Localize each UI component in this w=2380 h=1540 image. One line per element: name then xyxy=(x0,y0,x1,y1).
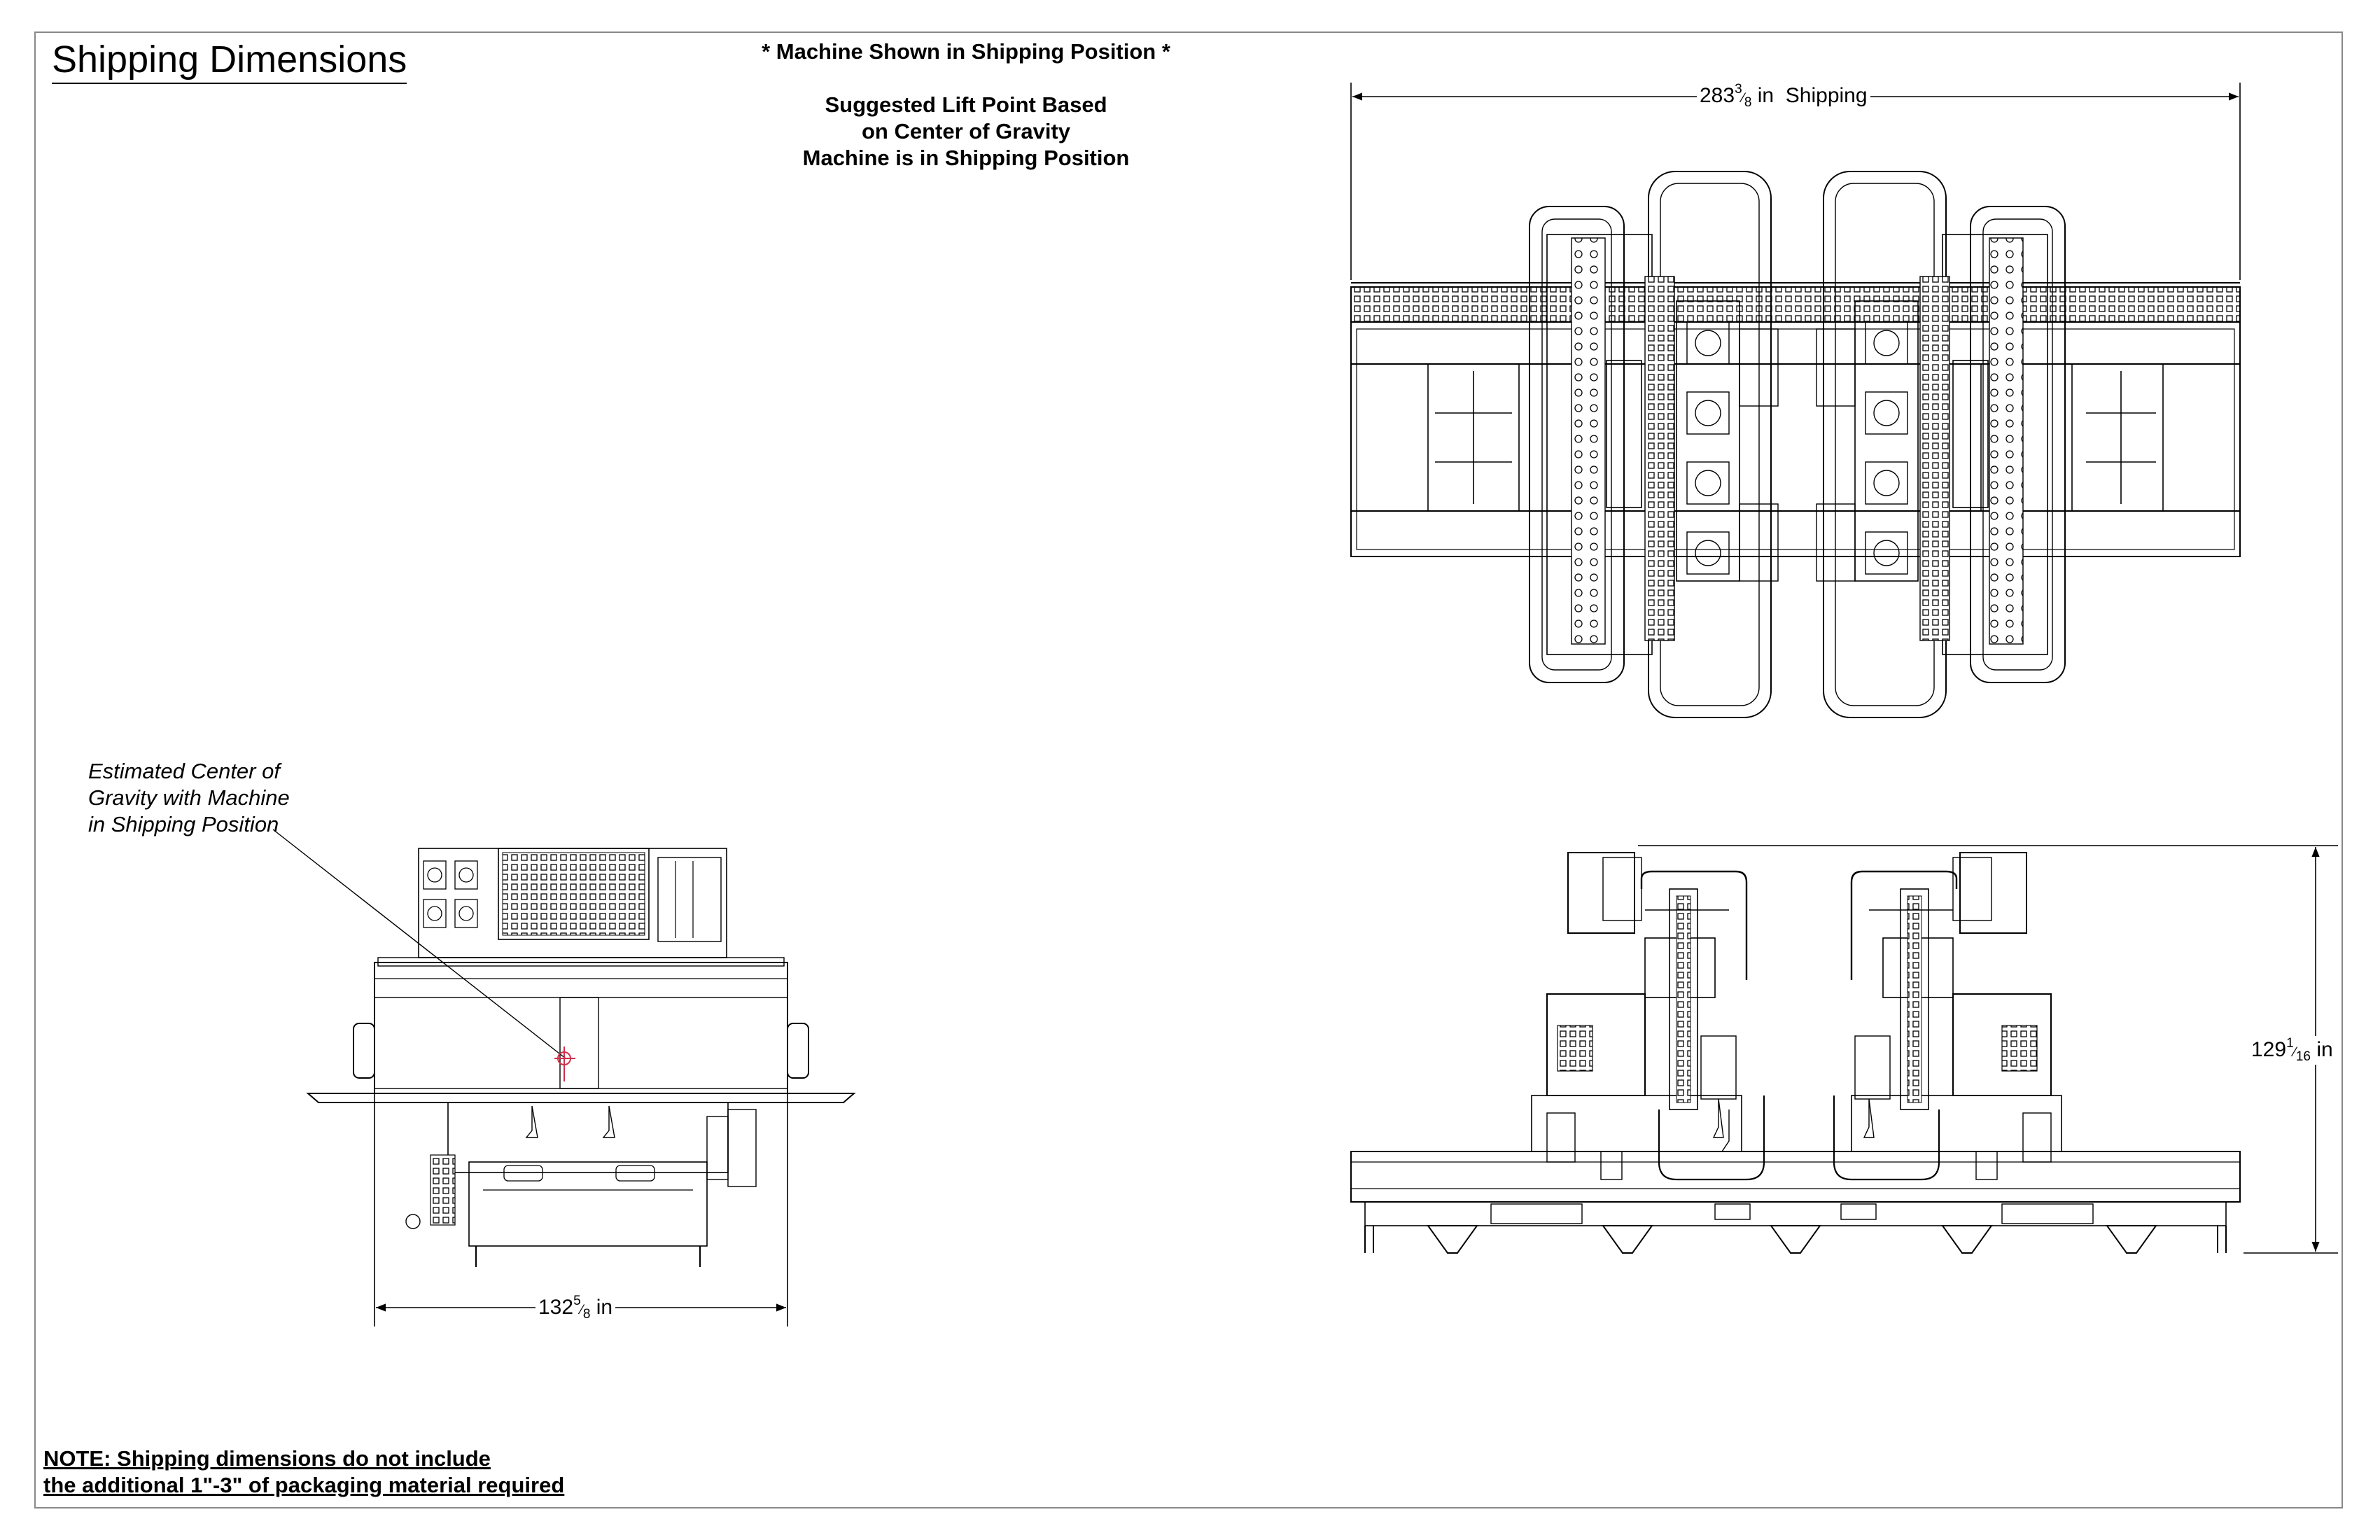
length-frac-den: 8 xyxy=(1744,95,1752,110)
top-view xyxy=(1350,171,2241,718)
length-dimension-label: 2833⁄8 in Shipping xyxy=(1697,82,1870,111)
width-whole: 132 xyxy=(538,1296,574,1319)
width-dimension-lines xyxy=(374,973,788,1326)
height-dimension-label: 1291⁄16 in xyxy=(2248,1036,2336,1065)
shipping-position-note: * Machine Shown in Shipping Position * xyxy=(762,39,1170,64)
width-dimension-label: 1325⁄8 in xyxy=(536,1294,616,1322)
height-frac-den: 16 xyxy=(2295,1049,2311,1064)
width-unit: in xyxy=(596,1296,613,1319)
footer-note-line-1: NOTE: Shipping dimensions do not include xyxy=(43,1446,491,1471)
cog-label-line-1: Estimated Center of xyxy=(88,759,280,783)
height-frac-num: 1 xyxy=(2286,1036,2294,1051)
length-unit: in xyxy=(1757,84,1774,107)
height-dimension-lines xyxy=(1638,845,2338,1254)
length-suffix: Shipping xyxy=(1785,84,1868,107)
front-view xyxy=(1350,852,2241,1254)
width-frac-den: 8 xyxy=(582,1307,591,1322)
length-dimension-lines xyxy=(1350,83,2241,280)
side-view xyxy=(306,848,856,1267)
lift-note-line-2: on Center of Gravity xyxy=(862,119,1070,144)
cog-label-line-3: in Shipping Position xyxy=(88,812,279,836)
cog-leader-line xyxy=(272,829,566,1059)
lift-note-line-1: Suggested Lift Point Based xyxy=(825,92,1107,117)
height-whole: 129 xyxy=(2251,1038,2287,1061)
footer-note-line-2: the additional 1"-3" of packaging materi… xyxy=(43,1473,565,1497)
width-frac-num: 5 xyxy=(573,1294,581,1308)
sheet-title: Shipping Dimensions xyxy=(52,38,407,84)
length-frac-num: 3 xyxy=(1735,82,1742,97)
cog-marker xyxy=(554,1046,575,1082)
length-whole: 283 xyxy=(1700,84,1735,107)
cog-label-line-2: Gravity with Machine xyxy=(88,785,290,810)
sheet-border xyxy=(34,31,2343,1508)
lift-note-line-3: Machine is in Shipping Position xyxy=(802,146,1130,170)
height-unit: in xyxy=(2316,1038,2333,1061)
